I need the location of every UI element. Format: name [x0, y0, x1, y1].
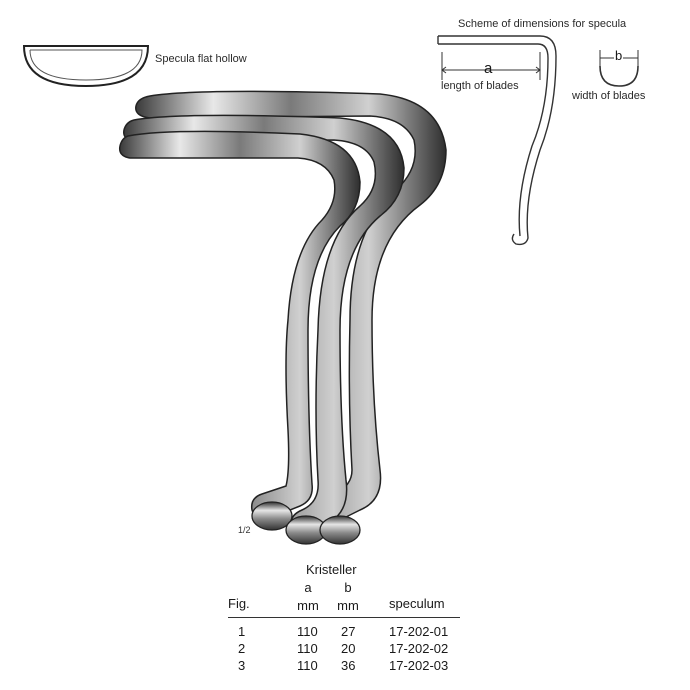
- col-speculum-header: speculum: [389, 596, 445, 611]
- col-a-header: a: [304, 580, 312, 595]
- blade-tip-1: [251, 501, 293, 531]
- scale-note: 1/2: [238, 525, 251, 535]
- hollow-cross-section: [22, 45, 150, 88]
- b-caption: width of blades: [572, 90, 646, 102]
- a-symbol: a: [484, 60, 493, 77]
- col-b-header: b: [344, 580, 352, 595]
- col-a-unit: mm: [297, 598, 319, 613]
- col-fig-header: Fig.: [228, 596, 250, 611]
- scheme-diagram: [437, 35, 639, 246]
- col-b-unit: mm: [337, 598, 359, 613]
- b-symbol: b: [614, 48, 624, 63]
- specula-illustration: [22, 35, 639, 545]
- blade-tip-3: [319, 515, 361, 545]
- scheme-title: Scheme of dimensions for specula: [458, 18, 627, 30]
- speculum-1: [118, 130, 361, 520]
- table-header-rule: [228, 617, 460, 618]
- hollow-label: Specula flat hollow: [155, 53, 247, 65]
- table-title: Kristeller: [306, 562, 357, 577]
- a-caption: length of blades: [441, 80, 519, 92]
